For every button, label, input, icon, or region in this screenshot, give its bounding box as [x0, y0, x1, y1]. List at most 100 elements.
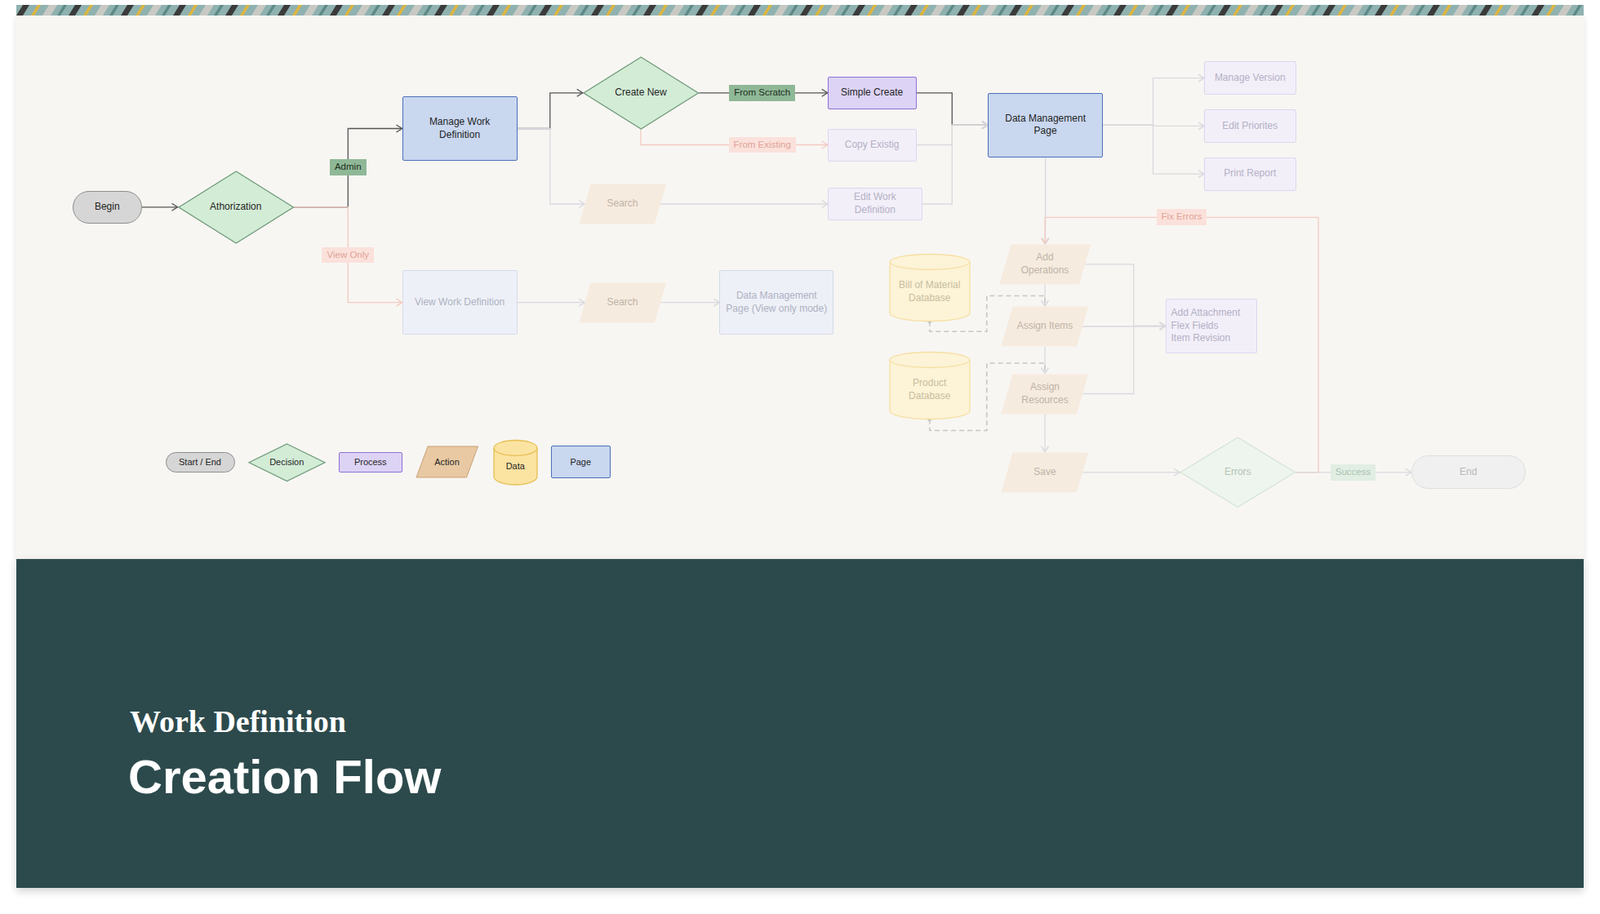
terminal-pill: Begin: [72, 191, 143, 224]
connector: [660, 200, 828, 209]
connector-line: [1102, 124, 1205, 174]
connector: [1041, 414, 1049, 453]
connector-line: [660, 302, 720, 303]
page-box: Data Management Page: [987, 93, 1103, 158]
arrow-head: [1198, 122, 1205, 130]
data-cylinder: Bill of Material Database: [888, 253, 971, 322]
edge-label: Admin: [329, 159, 367, 176]
node-content: Search: [592, 197, 654, 211]
node-text: Add Operations: [1013, 251, 1078, 277]
diamond-outline: [248, 444, 325, 482]
cylinder-body: [889, 360, 970, 420]
node-content: Begin: [79, 200, 136, 214]
node-content: Save: [1014, 466, 1076, 480]
terminal-pill: End: [1411, 455, 1526, 489]
action-parallelogram: Assign Items: [1000, 306, 1089, 347]
process-box: Copy Existig: [827, 128, 917, 162]
node-text: Item Revision: [1171, 332, 1253, 346]
node-text: Decision: [263, 456, 311, 468]
node-content: Add AttachmentFlex FieldsItem Revision: [1171, 306, 1253, 346]
edge-label: From Existing: [728, 137, 796, 154]
diamond-outline: [583, 57, 699, 129]
connector-line: [1044, 284, 1045, 307]
connector-line: [916, 93, 989, 125]
decision-diamond: Create New: [582, 56, 700, 130]
connector: [517, 88, 583, 129]
node-text: Print Report: [1209, 167, 1291, 181]
process-box: Add AttachmentFlex FieldsItem Revision: [1165, 298, 1258, 353]
node-text: End: [1417, 466, 1520, 480]
edge-label: Fix Errors: [1156, 208, 1208, 226]
edge-label: View Only: [321, 247, 374, 264]
node-text: Search: [592, 197, 654, 211]
arrow-head: [578, 298, 585, 307]
connector: [1102, 124, 1205, 178]
node-text: Errors: [1203, 466, 1274, 480]
arrow-head: [1041, 446, 1049, 453]
process-box: Print Report: [1204, 157, 1297, 192]
arrow-head: [577, 88, 583, 97]
connector-line: [922, 124, 988, 205]
arrow-head: [1405, 468, 1412, 476]
node-content: Manage Work Definition: [408, 115, 512, 142]
node-content: Create New: [605, 86, 676, 100]
node-text: Action: [429, 456, 466, 468]
connector: [142, 203, 178, 211]
legend-sample: Decision: [248, 443, 326, 483]
parallelogram-outline: [1000, 244, 1091, 285]
node-text: Data Management Page (View only mode): [724, 289, 828, 316]
arrow-head: [396, 124, 403, 133]
node-text: Copy Existig: [833, 138, 912, 152]
node-text: Begin: [79, 200, 136, 214]
process-box: Edit Priorites: [1204, 109, 1297, 143]
connector: [660, 298, 720, 307]
decision-diamond: Athorization: [177, 170, 295, 245]
connector: [1082, 468, 1180, 476]
edge-label: From Scratch: [728, 84, 796, 102]
node-content: Print Report: [1209, 167, 1291, 181]
arrow-head: [822, 88, 828, 97]
node-content: Assign Resources: [1014, 381, 1076, 407]
node-content: Data Management Page: [993, 112, 1098, 138]
node-text: Data Management Page: [993, 112, 1098, 138]
connector-line: [1082, 325, 1165, 394]
node-text: Manage Version: [1209, 71, 1291, 85]
node-content: View Work Definition: [408, 296, 512, 310]
connector: [916, 93, 989, 129]
action-parallelogram: Add Operations: [999, 244, 1092, 285]
connector: [293, 207, 403, 307]
node-content: Data Management Page (View only mode): [724, 289, 828, 316]
arrow-head: [1173, 468, 1180, 476]
legend-sample: Action: [415, 445, 480, 479]
action-parallelogram: Assign Resources: [1000, 373, 1089, 415]
title-text: Creation Flow: [128, 749, 441, 805]
connector-line: [142, 206, 178, 208]
connector-line: [1084, 264, 1166, 327]
node-text: Search: [592, 296, 654, 310]
arrow-head: [713, 298, 720, 307]
node-content: Action: [429, 456, 466, 468]
arrow-head: [1160, 322, 1166, 330]
node-content: Decision: [263, 456, 311, 468]
decision-diamond: Errors: [1179, 436, 1297, 509]
parallelogram-outline: [579, 283, 667, 323]
node-text: Athorization: [200, 200, 272, 214]
process-box: Edit Work Definition: [827, 187, 923, 220]
node-content: Simple Create: [833, 86, 912, 100]
connector: [1084, 264, 1166, 330]
node-text: Add Attachment: [1171, 306, 1253, 320]
node-text: Create New: [605, 86, 676, 100]
node-content: Errors: [1203, 466, 1274, 480]
node-text: Bill of Material Database: [893, 279, 966, 305]
node-text: Edit Priorites: [1209, 120, 1291, 134]
connector: [517, 128, 586, 209]
connector-line: [517, 128, 586, 205]
parallelogram-outline: [1001, 374, 1089, 414]
node-content: Bill of Material Database: [893, 279, 966, 305]
connector-line: [1102, 78, 1205, 126]
arrow-head: [1041, 238, 1049, 245]
connector-line: [293, 128, 403, 208]
legend-sample: Process: [338, 452, 403, 473]
decorative-strip: [16, 4, 1584, 16]
